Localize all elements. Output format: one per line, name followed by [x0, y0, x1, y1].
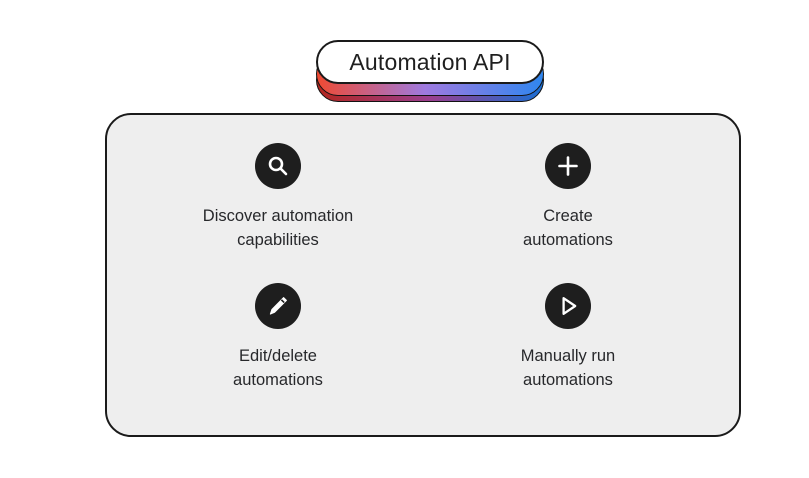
features-panel: Discover automation capabilities Create … — [105, 113, 741, 437]
title-pill: Automation API — [316, 40, 544, 84]
feature-label-line1: Discover automation — [202, 207, 354, 225]
feature-label-line2: automations — [523, 371, 613, 390]
feature-label-line1: Edit/delete — [239, 347, 317, 365]
search-icon — [255, 143, 301, 189]
feature-label-line2: automations — [523, 231, 613, 250]
feature-label-manual-run: Manually run automations — [521, 344, 615, 393]
feature-label-line1: Create — [543, 207, 593, 225]
plus-icon — [545, 143, 591, 189]
feature-item-discover: Discover automation capabilities — [133, 137, 423, 277]
feature-label-line2: capabilities — [237, 231, 319, 250]
pencil-icon — [255, 283, 301, 329]
play-icon — [545, 283, 591, 329]
page-title: Automation API — [349, 48, 511, 75]
feature-grid: Discover automation capabilities Create … — [107, 115, 739, 435]
feature-label-line1: Manually run — [520, 347, 616, 365]
title-badge: Automation API — [316, 40, 544, 102]
feature-label-discover: Discover automation capabilities — [203, 204, 353, 253]
feature-label-edit-delete: Edit/delete automations — [233, 344, 323, 393]
feature-item-manual-run: Manually run automations — [423, 277, 713, 417]
feature-item-create: Create automations — [423, 137, 713, 277]
feature-label-line2: automations — [233, 371, 323, 390]
feature-label-create: Create automations — [523, 204, 613, 253]
feature-item-edit-delete: Edit/delete automations — [133, 277, 423, 417]
